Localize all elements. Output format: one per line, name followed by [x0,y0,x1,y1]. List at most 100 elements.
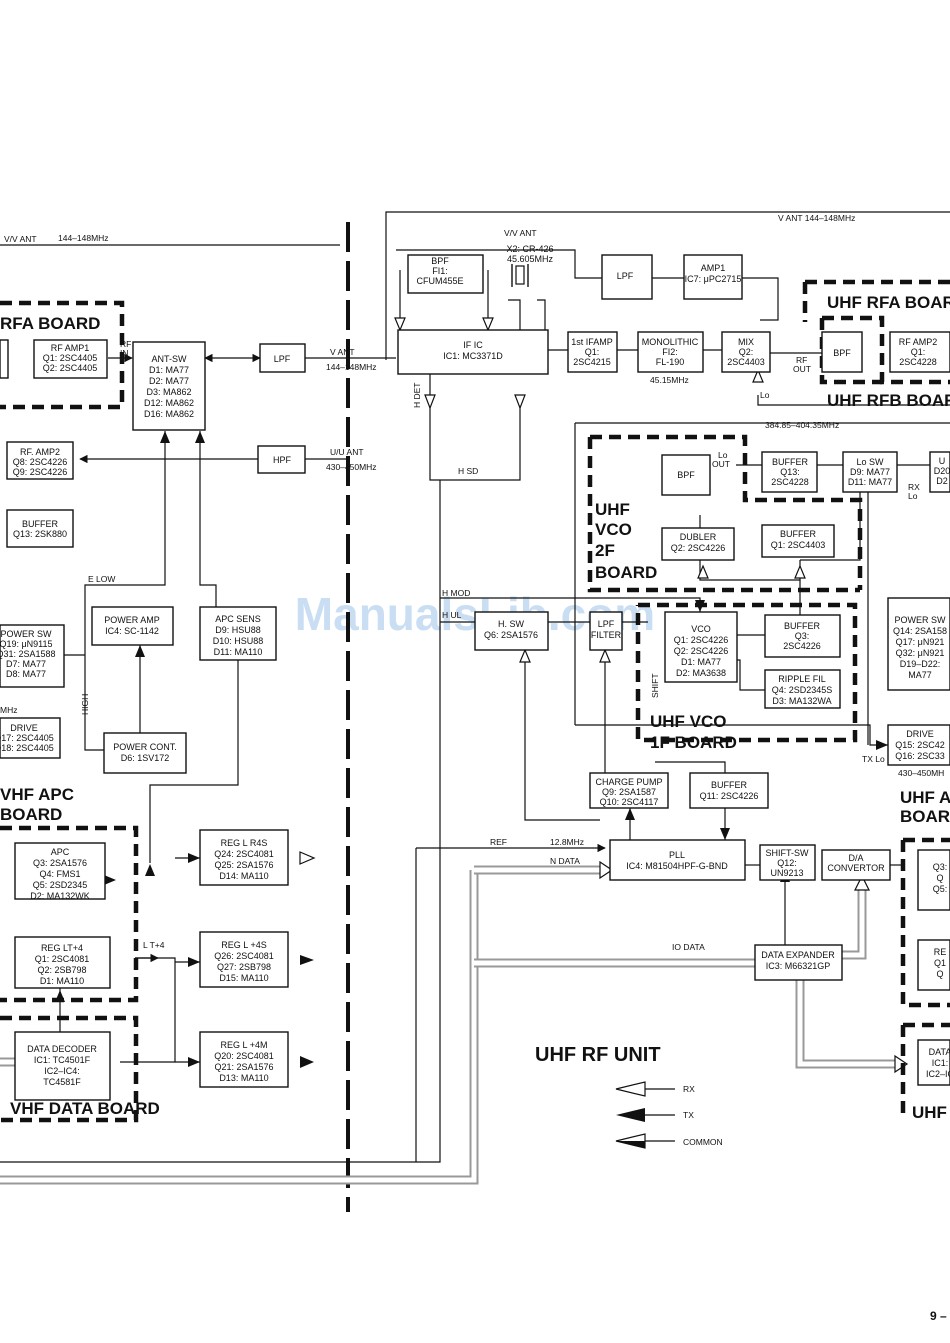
da-convertor-line: CONVERTOR [827,863,885,873]
apc-sens-line: D11: MA110 [214,647,263,657]
ant-sw-line: D12: MA862 [144,398,194,408]
power-sw-left-line: D8: MA77 [6,669,46,679]
monolithic-line: FI2: [662,347,678,357]
ripple-fil-line: Q4: 2SD2345S [772,685,833,695]
bpf-vco-line: BPF [677,470,695,480]
bpf-fi1-line: CFUM455E [416,276,463,286]
u-d20-line: U [939,456,946,466]
reg-lt4-line: REG LT+4 [41,943,83,953]
dubler-line: DUBLER [680,532,717,542]
right-data-line: IC1: [932,1058,949,1068]
svg-text:L T+4: L T+4 [143,940,165,950]
lo-sw-line: Lo SW [856,457,884,467]
reg-4s-line: REG L +4S [221,940,266,950]
svg-text:UHF A: UHF A [900,788,950,807]
svg-text:UHF VCO: UHF VCO [650,712,727,731]
if-ic-line: IC1: MC3371D [443,351,503,361]
board-outlines [0,279,950,1123]
power-sw-left-line: Q19: μN9115 [0,639,53,649]
buffer-q13-line: Q13: 2SK880 [13,529,67,539]
svg-text:V ANT: V ANT [330,347,355,357]
h-sw-line: H. SW [498,619,525,629]
svg-text:N DATA: N DATA [550,856,580,866]
right-re-line: Q1 [934,958,946,968]
monolithic-line: MONOLITHIC [642,337,699,347]
svg-text:HIGH: HIGH [80,694,90,715]
lpf-b-line: LPF [617,271,634,281]
drive-right-line: DRIVE [906,729,934,739]
power-sw-right-line: Q14: 2SA158 [893,626,947,636]
mix-line: MIX [738,337,754,347]
board-uhf-rfa: UHF RFA BOARD [827,293,950,312]
svg-text:REF: REF [490,837,507,847]
svg-text:45.15MHz: 45.15MHz [650,375,689,385]
buffer-q13r-line: Q13: [780,467,800,477]
vco-line: Q2: 2SC4226 [674,646,729,656]
svg-text:VCO: VCO [595,520,632,539]
svg-text:384.85–404.35MHz: 384.85–404.35MHz [765,420,839,430]
svg-text:BOARD: BOARD [0,805,62,824]
shift-sw-line: SHIFT-SW [766,848,810,858]
apc-line: Q5: 2SD2345 [33,880,88,890]
data-expander-line: DATA EXPANDER [761,950,835,960]
reg-r4s-line: Q24: 2SC4081 [214,849,274,859]
rf-amp2-line: RF. AMP2 [20,447,60,457]
if-ic-line: IF IC [463,340,483,350]
svg-text:RF: RF [120,339,131,349]
board-rfa-left: RFA BOARD [0,314,100,333]
ant-sw-line: D16: MA862 [144,409,194,419]
u-d20-line: D2 [936,476,948,486]
right-data-line: DATA [929,1047,950,1057]
reg-r4s-line: Q25: 2SA1576 [214,860,273,870]
legend: RX TX COMMON [615,1081,723,1149]
data-expander-line: IC3: M66321GP [766,961,831,971]
svg-text:H DET: H DET [412,383,422,409]
power-sw-left-line: Q31: 2SA1588 [0,649,56,659]
bpf-fi1-line: FI1: [432,266,448,276]
svg-text:RF: RF [796,355,807,365]
page-number: 9 – [930,1309,947,1323]
rf-amp1-line: Q1: 2SC4405 [43,353,98,363]
bpf-fi1-line: BPF [431,256,449,266]
apc-sens-line: D10: HSU88 [213,636,264,646]
drive-left-line: DRIVE [10,723,38,733]
power-cont-line: D6: 1SV172 [121,753,170,763]
svg-text:V/V ANT: V/V ANT [4,234,37,244]
reg-4m-line: D13: MA110 [219,1073,268,1083]
buffer-q3-line: Q3: [795,631,810,641]
tx-arrow-icon [616,1108,645,1122]
rfa-left-stub [0,339,9,379]
power-amp-line: IC4: SC-1142 [105,626,159,636]
svg-text:TX: TX [683,1110,694,1120]
buffer-q11-line: BUFFER [711,780,748,790]
drive-left-line: Q17: 2SC4405 [0,733,54,743]
monolithic-line: FL-190 [656,357,685,367]
ant-sw-line: D3: MA862 [146,387,191,397]
charge-pump-line: CHARGE PUMP [595,777,662,787]
ripple-fil-line: RIPPLE FIL [778,674,826,684]
svg-text:V ANT 144–148MHz: V ANT 144–148MHz [778,213,855,223]
svg-text:H UL: H UL [442,610,462,620]
rf-amp2-uhf-line: RF AMP2 [899,337,938,347]
svg-text:VHF APC: VHF APC [0,785,74,804]
pll-line: PLL [669,850,685,860]
first-ifamp-line: 2SC4215 [573,357,611,367]
svg-text:OUT: OUT [712,459,730,469]
